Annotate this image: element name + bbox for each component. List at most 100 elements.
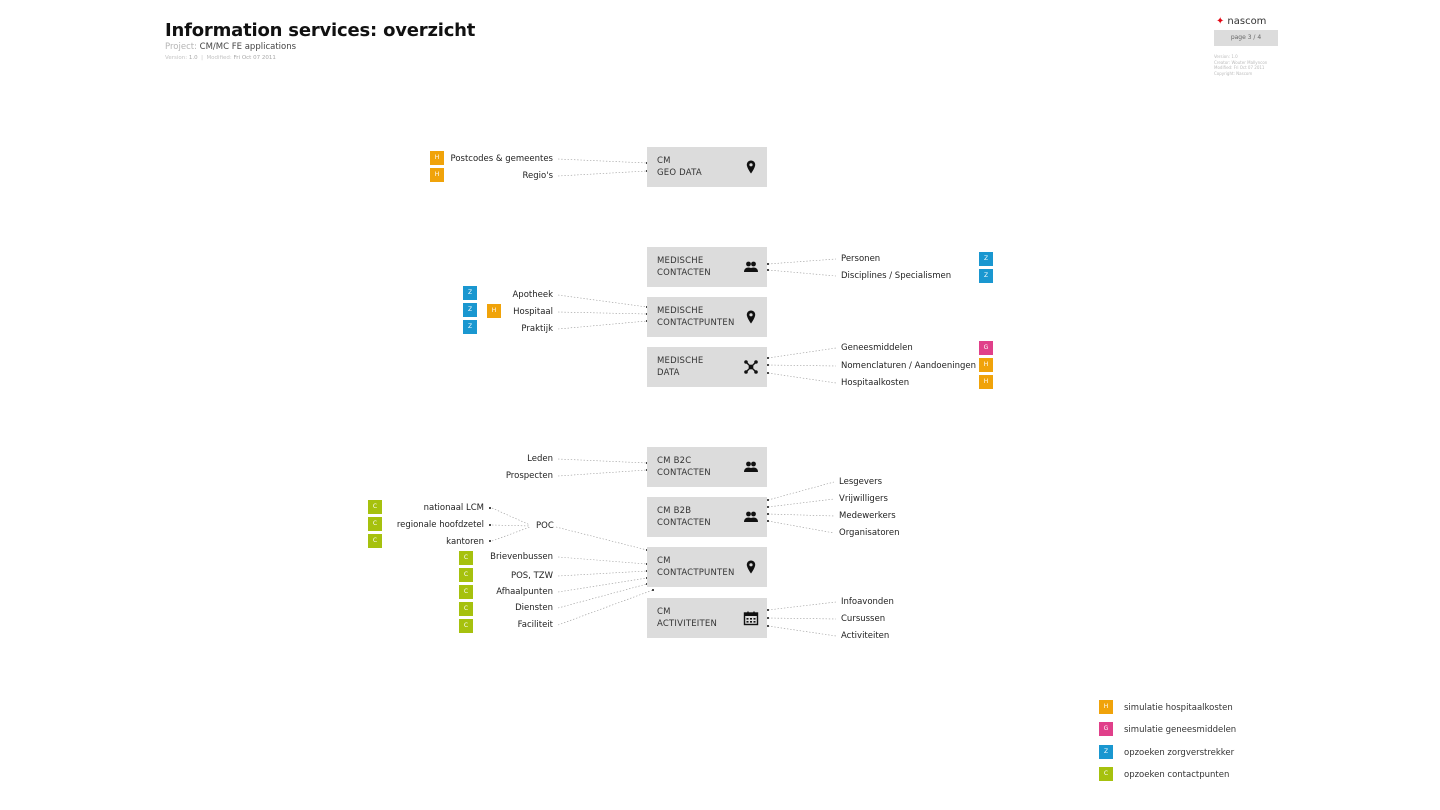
label-cursussen: Cursussen bbox=[841, 614, 886, 624]
info-line: Version: 1.0 bbox=[1214, 54, 1238, 59]
modified-value: Fri Oct 07 2011 bbox=[233, 55, 276, 61]
box-label-line: CONTACTEN bbox=[657, 267, 711, 278]
tag-h: H bbox=[430, 168, 444, 182]
legend-swatch-h: H bbox=[1099, 700, 1113, 714]
label-apotheek: Apotheek bbox=[512, 290, 553, 300]
box-label-line: CONTACTEN bbox=[657, 467, 711, 478]
label-pos-tzw: POS, TZW bbox=[510, 571, 553, 581]
modified-label: Modified: bbox=[206, 55, 232, 61]
label-postcodes: Postcodes & gemeentes bbox=[450, 154, 554, 164]
tag-c: C bbox=[459, 602, 473, 616]
tag-c: C bbox=[368, 500, 382, 514]
people-icon bbox=[744, 461, 758, 472]
label-poc: POC bbox=[536, 521, 554, 531]
people-icon bbox=[744, 261, 758, 272]
label-medewerkers: Medewerkers bbox=[839, 511, 896, 521]
project-line: Project: CM/MC FE applications bbox=[165, 42, 296, 52]
label-personen: Personen bbox=[841, 254, 881, 264]
legend-swatch-z: Z bbox=[1099, 745, 1113, 759]
label-vrijwilligers: Vrijwilligers bbox=[839, 494, 888, 504]
box-label-line: CM bbox=[657, 607, 671, 617]
box-label-line: GEO DATA bbox=[657, 167, 702, 178]
version-value: 1.0 bbox=[188, 55, 198, 61]
logo-mark-icon: ✦ bbox=[1216, 16, 1225, 27]
tag-z: Z bbox=[463, 320, 477, 334]
version-line: Version: 1.0 | Modified: Fri Oct 07 2011 bbox=[165, 55, 276, 61]
legend-swatch-c: C bbox=[1099, 767, 1113, 781]
label-disciplines: Disciplines / Specialismen bbox=[841, 271, 952, 281]
label-hospitaalkosten: Hospitaalkosten bbox=[841, 378, 910, 388]
tag-c: C bbox=[459, 551, 473, 565]
box-label-line: CM bbox=[657, 156, 671, 166]
box-label-line: ACTIVITEITEN bbox=[657, 618, 718, 629]
label-activiteiten: Activiteiten bbox=[841, 631, 890, 641]
label-brievenbussen: Brievenbussen bbox=[490, 552, 553, 562]
label-afhaalpunten: Afhaalpunten bbox=[496, 587, 553, 597]
tag-z: Z bbox=[979, 269, 993, 283]
legend-label: simulatie geneesmiddelen bbox=[1124, 725, 1237, 735]
info-line: Creator: Wouter Mallyncon bbox=[1214, 59, 1268, 65]
label-infoavonden: Infoavonden bbox=[841, 597, 894, 607]
legend-label: opzoeken contactpunten bbox=[1124, 770, 1230, 780]
box-label-line: MEDISCHE bbox=[657, 256, 704, 266]
label-diensten: Diensten bbox=[515, 603, 553, 613]
label-praktijk: Praktijk bbox=[521, 324, 553, 334]
tag-h: H bbox=[979, 358, 993, 372]
location-pin-icon bbox=[746, 310, 756, 324]
label-regionale-hoofdzetel: regionale hoofdzetel bbox=[396, 520, 484, 530]
box-label-line: CONTACTPUNTEN bbox=[657, 317, 735, 328]
tag-z: Z bbox=[979, 252, 993, 266]
label-faciliteit: Faciliteit bbox=[517, 620, 553, 630]
location-pin-icon bbox=[746, 560, 756, 574]
label-geneesmiddelen: Geneesmiddelen bbox=[841, 343, 913, 353]
legend-label: simulatie hospitaalkosten bbox=[1124, 703, 1233, 713]
page-title: Information services: overzicht bbox=[165, 20, 476, 41]
tag-h: H bbox=[979, 375, 993, 389]
label-regios: Regio's bbox=[522, 171, 553, 181]
tag-g: G bbox=[979, 341, 993, 355]
info-line: Modified: Fri Oct 07 2011 bbox=[1214, 65, 1265, 70]
box-label-line: CM B2C bbox=[657, 456, 692, 466]
tag-c: C bbox=[368, 517, 382, 531]
location-pin-icon bbox=[746, 160, 756, 174]
tag-z: Z bbox=[463, 286, 477, 300]
label-organisatoren: Organisatoren bbox=[839, 528, 900, 538]
people-icon bbox=[744, 511, 758, 522]
label-nationaal-lcm: nationaal LCM bbox=[423, 503, 484, 513]
label-lesgevers: Lesgevers bbox=[839, 477, 883, 487]
box-label-line: CONTACTEN bbox=[657, 517, 711, 528]
network-icon bbox=[744, 360, 758, 374]
tag-c: C bbox=[459, 585, 473, 599]
project-label: Project: bbox=[165, 42, 197, 52]
box-label-line: DATA bbox=[657, 367, 680, 378]
tag-h: H bbox=[430, 151, 444, 165]
page-indicator: page 3 / 4 bbox=[1214, 30, 1278, 46]
box-label-line: CONTACTPUNTEN bbox=[657, 567, 735, 578]
calendar-icon bbox=[743, 611, 759, 626]
company-logo: ✦nascom bbox=[1216, 16, 1266, 27]
tag-c: C bbox=[368, 534, 382, 548]
box-label-line: MEDISCHE bbox=[657, 306, 704, 316]
tag-c: C bbox=[459, 619, 473, 633]
document-info: Version: 1.0 Creator: Wouter Mallyncon M… bbox=[1214, 54, 1267, 76]
box-label-line: CM B2B bbox=[657, 506, 692, 516]
box-label-line: CM bbox=[657, 556, 671, 566]
tag-h: H bbox=[487, 304, 501, 318]
